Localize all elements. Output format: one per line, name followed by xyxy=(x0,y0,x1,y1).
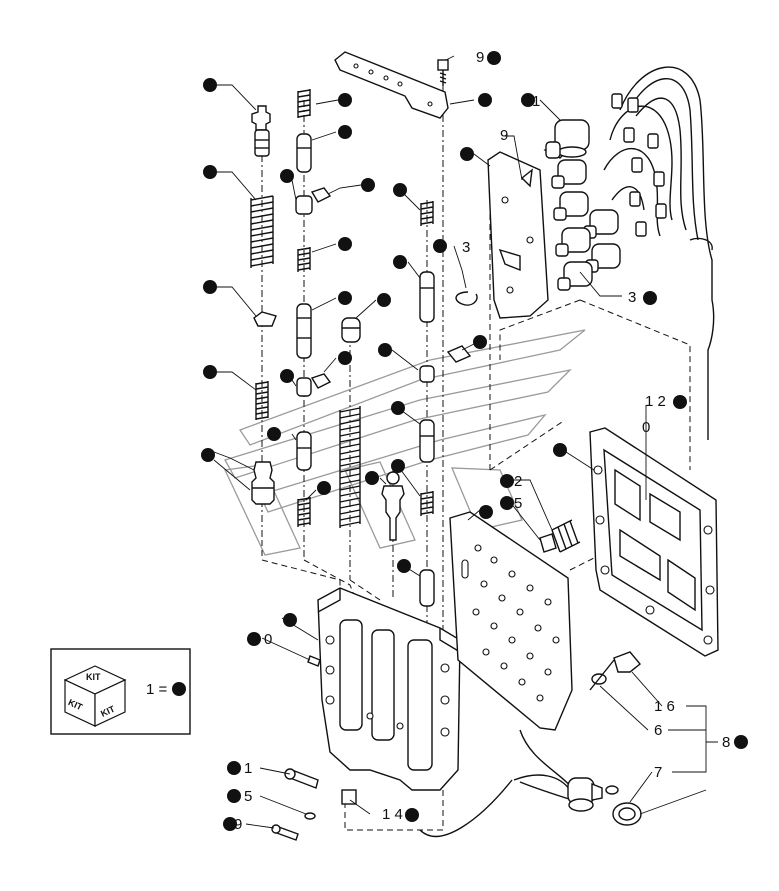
temperature-sensor xyxy=(589,651,641,691)
callout-dot xyxy=(338,351,352,365)
callout-dot xyxy=(478,93,492,107)
callout-dot xyxy=(203,280,217,294)
watermark-logo xyxy=(224,329,586,556)
solenoid-6 xyxy=(557,261,593,291)
seal-ring xyxy=(605,785,642,826)
callout-dot xyxy=(521,93,535,107)
callout-dot xyxy=(433,239,447,253)
callout-dot xyxy=(391,459,405,473)
valve-stack-3 xyxy=(339,317,361,528)
callout-label: 5 xyxy=(244,788,252,805)
callout-dot xyxy=(393,255,407,269)
callout-dot xyxy=(405,808,419,822)
kit-equals-label: 1 = xyxy=(146,681,168,698)
callout-dot xyxy=(280,369,294,383)
callout-label: 3 xyxy=(628,289,636,306)
accumulator-spring xyxy=(539,519,581,553)
callout-dot xyxy=(378,343,392,357)
callout-dot xyxy=(223,817,237,831)
top-bolt xyxy=(437,59,449,86)
valve-stack-2 xyxy=(295,89,332,527)
callout-markers xyxy=(201,78,567,627)
callout-dot xyxy=(201,448,215,462)
callout-dot xyxy=(460,147,474,161)
callout-dot xyxy=(203,365,217,379)
callout-dot xyxy=(487,51,501,65)
wiring-harness xyxy=(603,66,715,440)
callout-dot xyxy=(338,291,352,305)
valve-stack-5 xyxy=(419,201,472,607)
callout-label: 9 xyxy=(500,127,508,144)
callout-dot xyxy=(393,183,407,197)
callout-label: 0 xyxy=(642,419,650,436)
snap-ring xyxy=(455,291,478,306)
screws-left xyxy=(271,768,319,841)
callout-label: 7 xyxy=(654,764,662,781)
callout-dot xyxy=(473,335,487,349)
callout-dot xyxy=(553,443,567,457)
callout-dot xyxy=(500,474,514,488)
callout-label: 3 xyxy=(462,239,470,256)
callout-label: 1 4 xyxy=(382,806,403,823)
callout-dot xyxy=(203,78,217,92)
upper-valve-body xyxy=(589,427,719,657)
solenoid-4 xyxy=(555,227,591,257)
callout-label: 5 xyxy=(514,495,522,512)
valve-body xyxy=(317,587,461,805)
callout-dot xyxy=(500,496,514,510)
callout-dot xyxy=(227,761,241,775)
callout-dot xyxy=(391,401,405,415)
callout-label: 1 2 xyxy=(645,393,666,410)
callout-label: 1 xyxy=(244,760,252,777)
bracket-plate xyxy=(334,51,449,119)
callout-dot xyxy=(643,291,657,305)
callout-dot xyxy=(317,481,331,495)
callout-label: 0 xyxy=(264,631,272,648)
callout-label: 8 xyxy=(722,734,730,751)
sensor-harness xyxy=(419,729,603,837)
solenoid-2 xyxy=(553,191,589,221)
callout-dot xyxy=(734,735,748,749)
solenoid-cluster xyxy=(543,119,621,291)
spring-large-1 xyxy=(250,195,274,268)
separator-plate xyxy=(449,511,573,731)
callout-dot xyxy=(280,169,294,183)
valve-stack-4 xyxy=(381,471,405,541)
callout-label: 6 xyxy=(654,722,662,739)
kit-callout-dot xyxy=(172,682,186,696)
valve-stack-left xyxy=(250,105,277,505)
callout-dot xyxy=(338,93,352,107)
dowel-pin xyxy=(307,655,321,667)
callout-dot xyxy=(338,125,352,139)
callout-labels: 9 1 9 3 3 1 2 0 2 5 0 1 6 6 8 7 1 5 9 1 … xyxy=(223,49,748,833)
kit-legend: KIT KIT KIT 1 = xyxy=(50,648,191,735)
callout-dot xyxy=(365,471,379,485)
callout-dot xyxy=(227,789,241,803)
callout-dot xyxy=(267,427,281,441)
callout-label: 2 xyxy=(514,473,522,490)
callout-dot xyxy=(479,505,493,519)
callout-dot xyxy=(247,632,261,646)
callout-label: 1 xyxy=(532,93,540,110)
callout-dot xyxy=(377,293,391,307)
callout-dot xyxy=(338,237,352,251)
callout-dot xyxy=(361,178,375,192)
callout-dot xyxy=(203,165,217,179)
solenoid-1 xyxy=(551,159,587,189)
callout-dot xyxy=(397,559,411,573)
callout-label: 9 xyxy=(234,816,242,833)
kit-box-icon: KIT KIT KIT xyxy=(63,665,127,727)
kit-label-top: KIT xyxy=(86,672,101,682)
callout-dot xyxy=(673,395,687,409)
callout-label: 9 xyxy=(476,49,484,66)
callout-dot xyxy=(283,613,297,627)
solenoid-bracket xyxy=(487,151,549,319)
callout-label: 1 6 xyxy=(654,698,675,715)
